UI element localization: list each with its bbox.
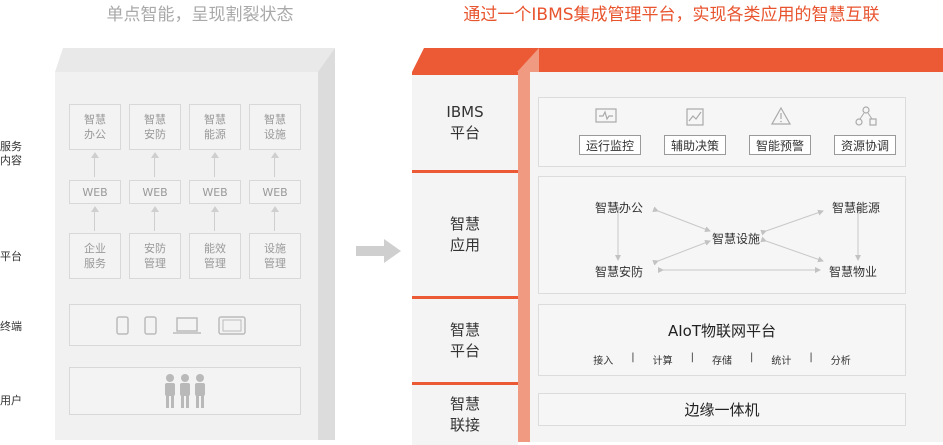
layer-label-ibms: IBMS 平台 bbox=[412, 72, 518, 170]
phone-icon bbox=[116, 316, 129, 335]
left-block-side bbox=[318, 48, 335, 440]
arrow-up bbox=[211, 206, 219, 231]
service-box-facility: 智慧 设施 bbox=[249, 104, 301, 150]
tablet-icon bbox=[218, 316, 246, 335]
label-user: 用户 bbox=[0, 394, 22, 407]
node-office: 智慧办公 bbox=[595, 201, 644, 215]
node-security: 智慧安防 bbox=[595, 265, 644, 279]
transition-arrow-icon bbox=[356, 239, 401, 263]
layer-label-ibms-text: IBMS 平台 bbox=[446, 102, 484, 142]
layer-label-apps-text: 智慧 应用 bbox=[449, 214, 480, 254]
arrow-up bbox=[211, 152, 219, 177]
layer-label-apps: 智慧 应用 bbox=[412, 170, 518, 296]
aiot-items: 接入 | 计算 | 存储 | 统计 | 分析 bbox=[538, 352, 906, 367]
users-icon bbox=[165, 374, 205, 408]
aiot-item-stats: 统计 bbox=[771, 356, 792, 367]
arrow-up bbox=[271, 206, 279, 231]
aiot-separator: | bbox=[809, 352, 813, 363]
arrow-up bbox=[271, 152, 279, 177]
node-facility: 智慧设施 bbox=[712, 232, 761, 246]
web-box: WEB bbox=[189, 180, 241, 204]
web-box: WEB bbox=[69, 180, 121, 204]
node-energy: 智慧能源 bbox=[832, 201, 881, 215]
edge-box: 边缘一体机 bbox=[538, 393, 906, 426]
web-box: WEB bbox=[249, 180, 301, 204]
service-box-energy: 智慧 能源 bbox=[189, 104, 241, 150]
aiot-separator: | bbox=[690, 352, 694, 363]
aiot-item-analysis: 分析 bbox=[830, 356, 851, 367]
ops-monitor-button[interactable]: 运行监控 bbox=[579, 135, 641, 155]
layer-label-platform: 智慧 平台 bbox=[412, 296, 518, 382]
terminal-box bbox=[69, 304, 301, 346]
left-block-top bbox=[55, 48, 335, 72]
node-property: 智慧物业 bbox=[829, 265, 878, 279]
aiot-separator: | bbox=[750, 352, 754, 363]
arrow-up bbox=[151, 206, 159, 231]
laptop-icon bbox=[176, 317, 198, 332]
ibms-panel bbox=[538, 97, 906, 167]
aiot-separator: | bbox=[631, 352, 635, 363]
left-title: 单点智能，呈现割裂状态 bbox=[106, 5, 294, 25]
edge-label: 边缘一体机 bbox=[684, 401, 760, 419]
user-box bbox=[69, 367, 301, 415]
platform-box-enterprise: 企业 服务 bbox=[69, 233, 121, 279]
aiot-item-access: 接入 bbox=[593, 356, 614, 367]
monitor-icon bbox=[595, 108, 617, 123]
warning-icon bbox=[771, 107, 791, 125]
layer-label-connect: 智慧 联接 bbox=[412, 382, 518, 445]
app-connections bbox=[615, 206, 861, 273]
service-box-security: 智慧 安防 bbox=[129, 104, 181, 150]
decision-support-button[interactable]: 辅助决策 bbox=[664, 135, 726, 155]
arrow-up bbox=[151, 152, 159, 177]
right-title: 通过一个IBMS集成管理平台，实现各类应用的智慧互联 bbox=[463, 5, 880, 25]
aiot-title: AIoT物联网平台 bbox=[667, 322, 777, 340]
right-block-top bbox=[412, 48, 943, 72]
aiot-item-storage: 存储 bbox=[712, 356, 732, 367]
phone-icon bbox=[144, 316, 157, 335]
arrow-up bbox=[91, 206, 99, 231]
smart-alert-button[interactable]: 智能预警 bbox=[749, 135, 811, 155]
resource-coord-button[interactable]: 资源协调 bbox=[834, 135, 896, 155]
aiot-item-compute: 计算 bbox=[652, 356, 673, 367]
chart-line-icon bbox=[686, 108, 704, 126]
platform-box-security: 安防 管理 bbox=[129, 233, 181, 279]
arrow-up bbox=[91, 152, 99, 177]
service-box-office: 智慧 办公 bbox=[69, 104, 121, 150]
layer-label-platform-text: 智慧 平台 bbox=[449, 320, 480, 360]
label-terminal: 终端 bbox=[0, 320, 22, 333]
platform-box-facility: 设施 管理 bbox=[249, 233, 301, 279]
web-box: WEB bbox=[129, 180, 181, 204]
platform-box-energy: 能效 管理 bbox=[189, 233, 241, 279]
label-service-content: 服务 内容 bbox=[0, 140, 22, 167]
apps-panel bbox=[538, 176, 906, 294]
label-platform: 平台 bbox=[0, 250, 22, 263]
device-icons bbox=[116, 316, 246, 335]
layer-label-connect-text: 智慧 联接 bbox=[449, 395, 480, 434]
aiot-panel bbox=[538, 304, 906, 376]
resource-nodes-icon bbox=[855, 106, 877, 126]
